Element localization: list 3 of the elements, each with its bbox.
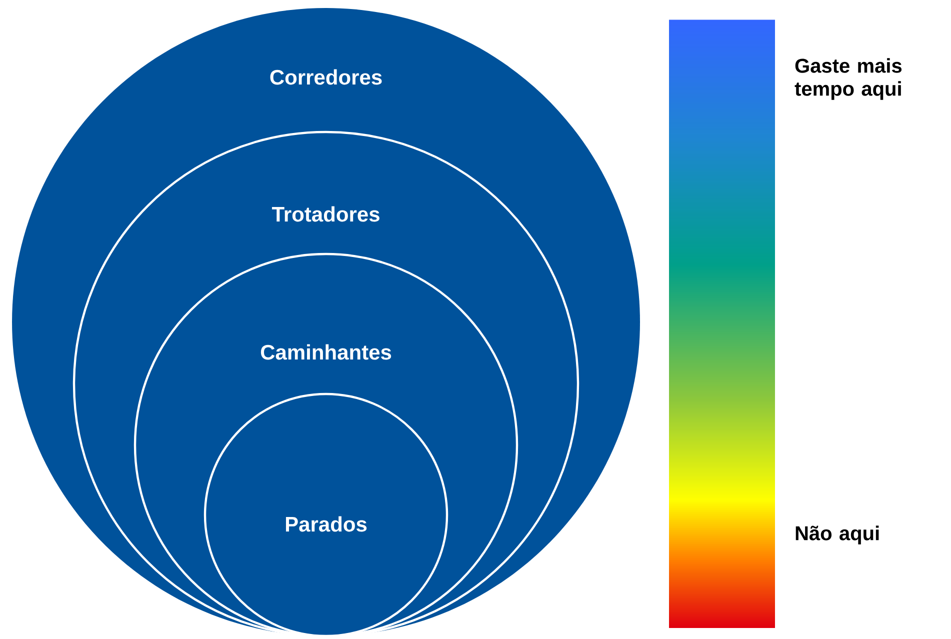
scale-label: Não aqui	[796, 526, 879, 544]
scale-label: Gaste mais tempo aqui	[794, 58, 902, 100]
node-label: Parados	[286, 516, 367, 532]
